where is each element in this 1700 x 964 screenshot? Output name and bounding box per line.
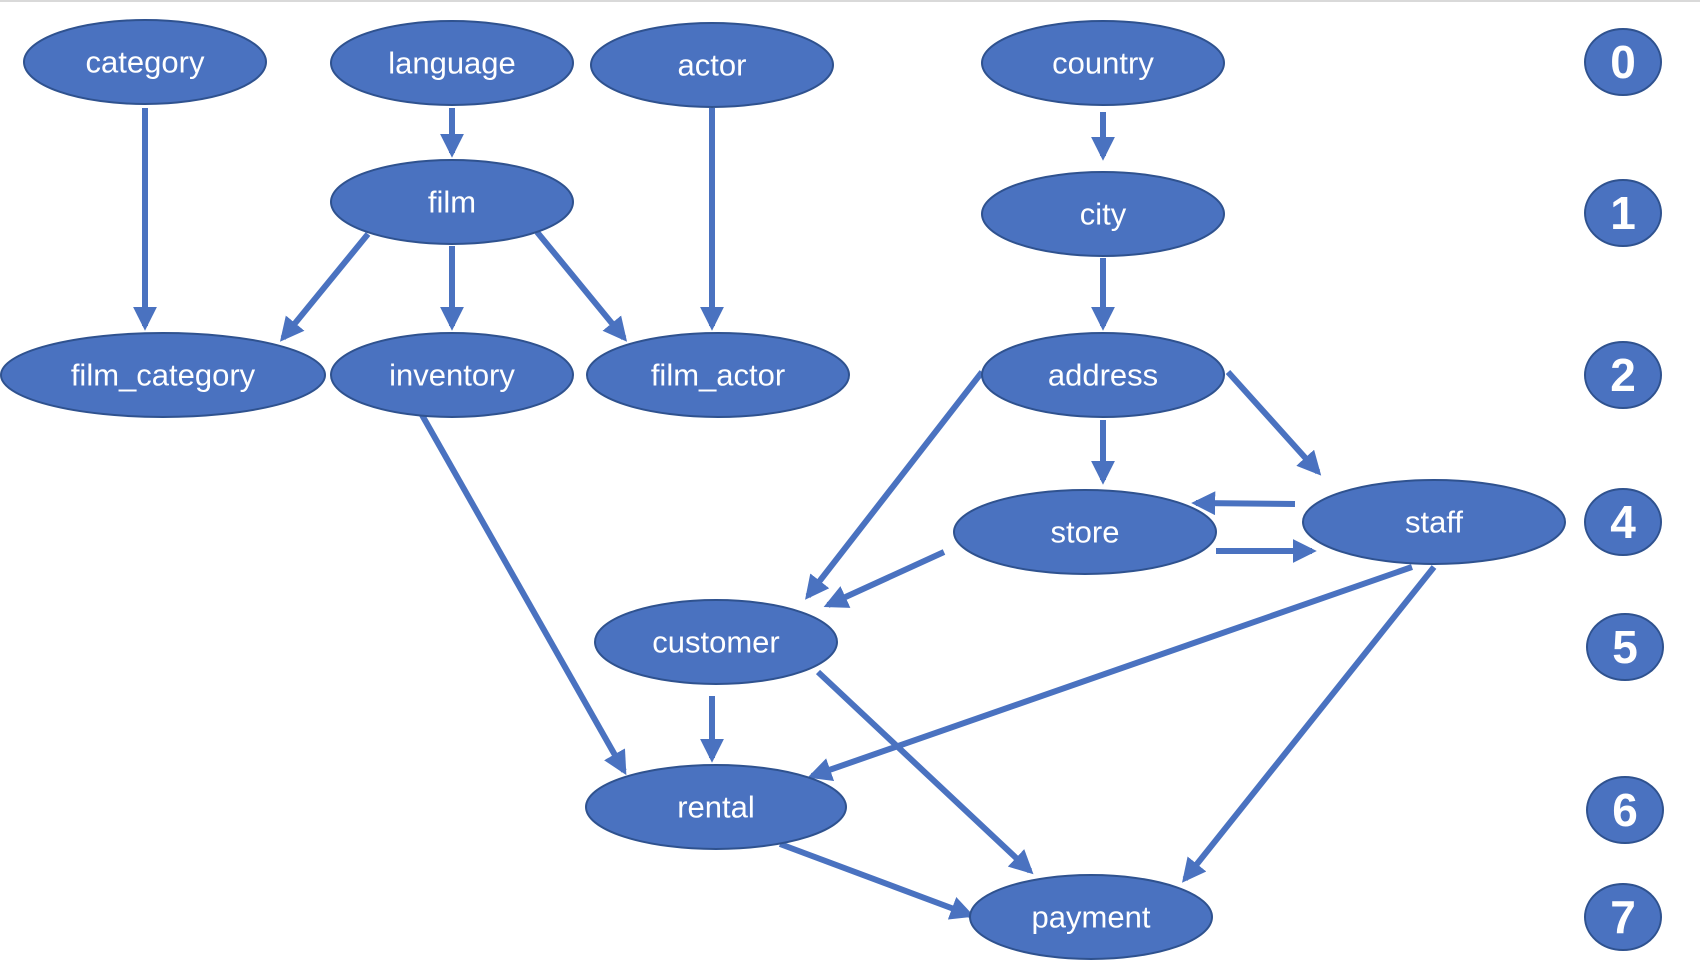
level-badge-7: 7 (1584, 883, 1662, 951)
node-inventory-label: inventory (389, 358, 515, 393)
node-inventory-ellipse (330, 332, 574, 418)
levels-layer: 0 1 2 4 5 6 7 (1584, 28, 1664, 951)
level-badge-0: 0 (1584, 28, 1662, 96)
node-language-ellipse (330, 20, 574, 106)
level-badge-number: 5 (1612, 621, 1638, 673)
edge-rental-to-payment (778, 841, 975, 920)
edge-customer-to-payment (815, 669, 1034, 875)
node-film-actor-label: film_actor (651, 358, 785, 393)
edge-inventory-to-rental (419, 413, 627, 776)
level-badge-number: 1 (1610, 187, 1636, 239)
node-staff-ellipse (1302, 479, 1566, 565)
node-city-label: city (1080, 197, 1127, 232)
edge-film-to-film-actor (534, 230, 628, 342)
node-language-label: language (388, 46, 516, 81)
node-category-label: category (86, 45, 205, 80)
level-badge-number: 4 (1610, 496, 1636, 548)
node-rental: rental (585, 764, 847, 850)
edge-staff-to-store (1191, 491, 1296, 516)
level-badge-number: 0 (1610, 36, 1636, 88)
node-address-label: address (1048, 358, 1158, 393)
node-actor-label: actor (678, 48, 747, 83)
edge-address-to-customer (805, 370, 985, 600)
node-address-ellipse (981, 332, 1225, 418)
node-staff: staff (1302, 479, 1566, 565)
node-film-actor-ellipse (586, 332, 850, 418)
node-country-label: country (1052, 46, 1154, 81)
node-country-ellipse (981, 20, 1225, 106)
node-rental-ellipse (585, 764, 847, 850)
node-category-ellipse (23, 19, 267, 105)
node-inventory: inventory (330, 332, 574, 418)
level-badge-number: 2 (1610, 349, 1636, 401)
node-film-actor: film_actor (586, 332, 850, 418)
level-badge-number: 7 (1610, 891, 1636, 943)
node-customer-ellipse (594, 599, 838, 685)
node-film-category-ellipse (0, 332, 326, 418)
edge-staff-to-rental (807, 564, 1413, 782)
node-category: category (23, 19, 267, 105)
node-city: city (981, 171, 1225, 257)
level-badge-circle (1584, 28, 1662, 96)
node-customer: customer (594, 599, 838, 685)
edge-staff-to-payment (1182, 565, 1437, 883)
edge-address-to-staff (1225, 369, 1322, 476)
level-badge-4: 4 (1584, 488, 1662, 556)
node-customer-label: customer (652, 625, 779, 660)
edge-store-to-customer (823, 549, 946, 608)
nodes-layer: category language actor country film city film… (0, 19, 1566, 960)
level-badge-2: 2 (1584, 341, 1662, 409)
level-badge-circle (1584, 488, 1662, 556)
level-badge-circle (1584, 341, 1662, 409)
level-badge-circle (1586, 613, 1664, 681)
node-country: country (981, 20, 1225, 106)
node-film-category: film_category (0, 332, 326, 418)
level-badge-5: 5 (1586, 613, 1664, 681)
level-badge-circle (1586, 776, 1664, 844)
node-payment: payment (969, 874, 1213, 960)
node-film-label: film (428, 185, 476, 220)
level-badge-circle (1584, 883, 1662, 951)
level-badge-number: 6 (1612, 784, 1638, 836)
edge-film-to-film-category (279, 232, 371, 342)
node-payment-label: payment (1032, 900, 1151, 935)
node-film-ellipse (330, 159, 574, 245)
node-rental-label: rental (677, 790, 755, 825)
node-payment-ellipse (969, 874, 1213, 960)
node-language: language (330, 20, 574, 106)
level-badge-1: 1 (1584, 179, 1662, 247)
level-badge-6: 6 (1586, 776, 1664, 844)
node-address: address (981, 332, 1225, 418)
node-actor: actor (590, 22, 834, 108)
node-film: film (330, 159, 574, 245)
edges-layer (133, 108, 1437, 920)
node-film-category-label: film_category (71, 358, 256, 393)
node-staff-label: staff (1405, 505, 1463, 540)
level-badge-circle (1584, 179, 1662, 247)
node-store: store (953, 489, 1217, 575)
node-store-ellipse (953, 489, 1217, 575)
node-city-ellipse (981, 171, 1225, 257)
node-actor-ellipse (590, 22, 834, 108)
node-store-label: store (1051, 515, 1120, 550)
